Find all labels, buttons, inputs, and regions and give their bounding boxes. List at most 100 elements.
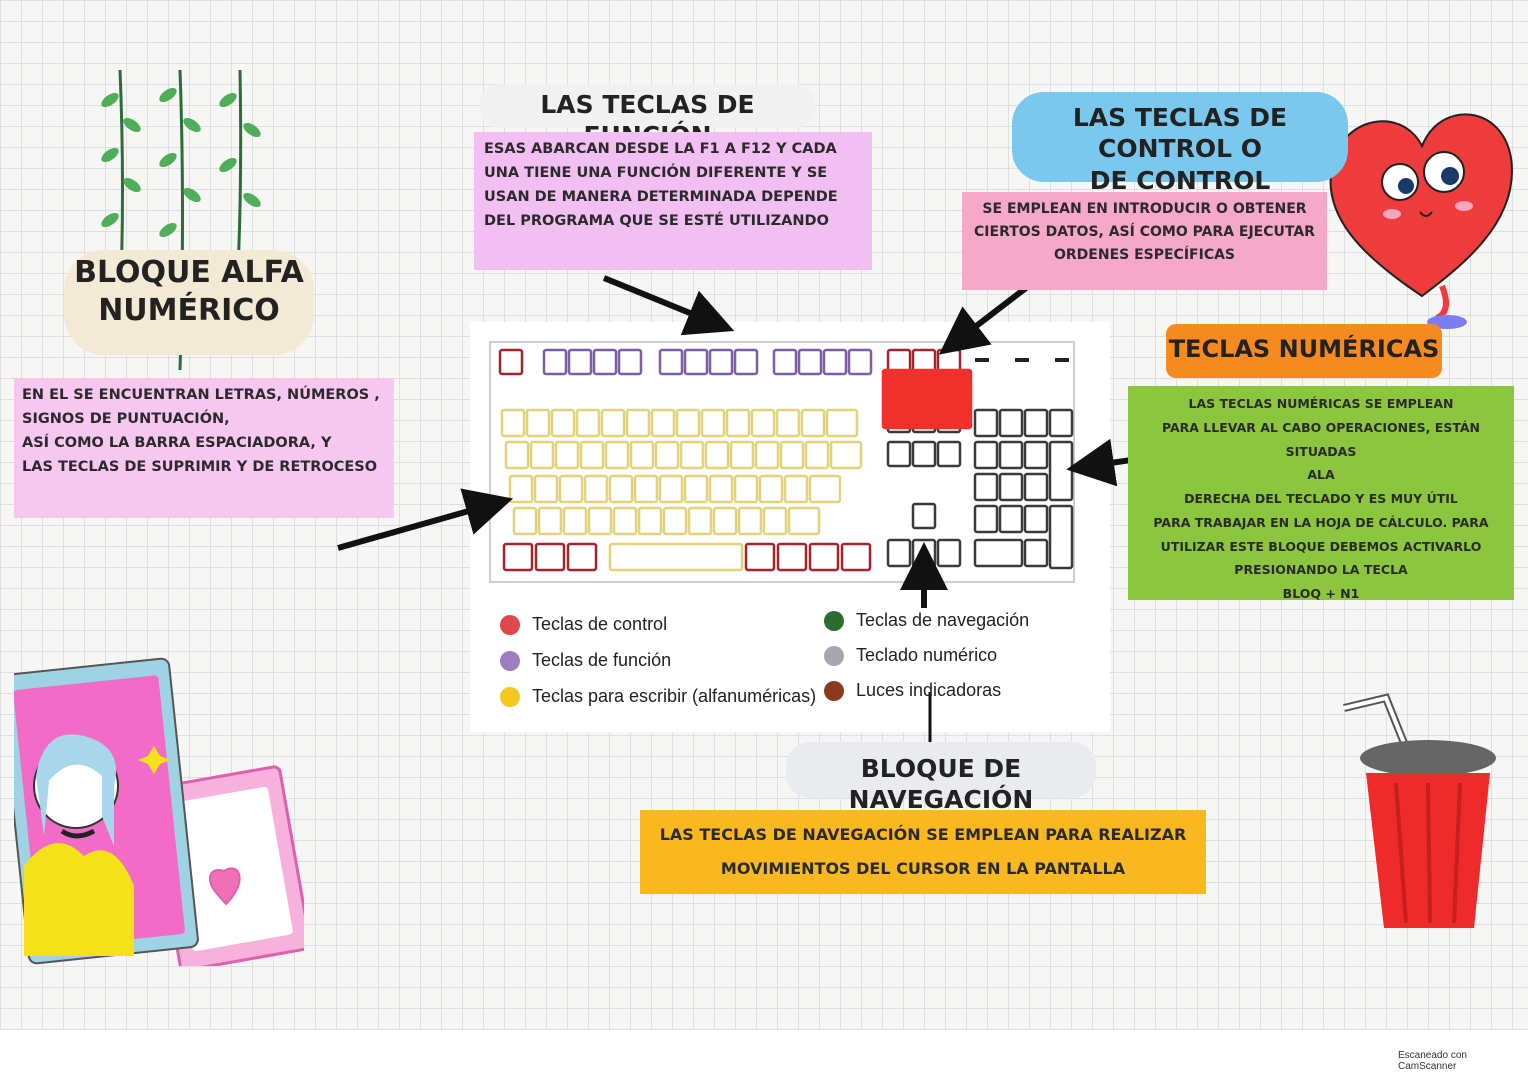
key-function (658, 348, 684, 376)
key-control (808, 542, 840, 572)
legend-dot (500, 614, 520, 635)
legend-item-numpad: Teclado numérico (824, 645, 997, 666)
desc-line: UTILIZAR ESTE BLOQUE DEBEMOS ACTIVARLO (1160, 538, 1482, 554)
legend-dot (824, 645, 844, 666)
legend-item-function: Teclas de función (500, 650, 671, 671)
key-alphanumeric (825, 408, 859, 438)
legend-item-navigation: Teclas de navegación (824, 610, 1029, 631)
desc-line: CIERTOS DATOS, ASÍ COMO PARA EJECUTAR (974, 224, 1315, 241)
desc-line: ALA (1307, 467, 1335, 483)
legend-label: Teclas de control (532, 614, 668, 634)
key-numpad (1023, 504, 1049, 534)
key-numpad (998, 472, 1024, 502)
key-numpad (973, 504, 999, 534)
key-alphanumeric (533, 474, 559, 504)
key-spacebar (608, 542, 744, 572)
key-alphanumeric (658, 474, 684, 504)
key-function (797, 348, 823, 376)
key-alphanumeric (604, 440, 630, 470)
key-alphanumeric (829, 440, 863, 470)
key-alphanumeric (583, 474, 609, 504)
key-function (617, 348, 643, 376)
soda-cup-illustration (1343, 693, 1496, 928)
key-function (592, 348, 618, 376)
girl-cards-illustration (14, 657, 304, 966)
key-alphanumeric (733, 474, 759, 504)
key-function (542, 348, 568, 376)
key-alphanumeric (600, 408, 626, 438)
key-alphanumeric (679, 440, 705, 470)
key-alphanumeric (554, 440, 580, 470)
key-alphanumeric (558, 474, 584, 504)
legend-dot (500, 686, 520, 707)
key-alphanumeric (512, 506, 538, 536)
legend-dot (824, 610, 844, 631)
key-navigation (936, 440, 962, 468)
desc-line: PARA LLEVAR AL CABO OPERACIONES, ESTÁN S… (1161, 419, 1481, 459)
key-alphanumeric (529, 440, 555, 470)
key-numpad-zero (973, 538, 1024, 568)
desc-line: MOVIMIENTOS DEL CURSOR EN LA PANTALLA (720, 858, 1126, 878)
key-alphanumeric (729, 440, 755, 470)
key-alphanumeric (587, 506, 613, 536)
key-alphanumeric (762, 506, 788, 536)
key-alphanumeric (775, 408, 801, 438)
desc-line: DERECHA DEL TECLADO Y ES MUY ÚTIL (1184, 491, 1458, 506)
key-alphanumeric (758, 474, 784, 504)
key-function (772, 348, 798, 376)
key-alphanumeric (633, 474, 659, 504)
title-line: BLOQUE ALFA (74, 255, 304, 290)
key-alphanumeric (550, 408, 576, 438)
alfa-block-title: BLOQUE ALFA NUMÉRICO (64, 250, 314, 355)
hanging-plant-illustration (101, 70, 261, 371)
navigation-block-description: LAS TECLAS DE NAVEGACIÓN SE EMPLEAN PARA… (640, 810, 1206, 894)
key-alphanumeric (737, 506, 763, 536)
indicator-light (1055, 358, 1069, 362)
key-navigation (886, 440, 912, 468)
key-function (733, 348, 759, 376)
key-control (776, 542, 808, 572)
control-keys-title: LAS TECLAS DE CONTROL O DE CONTROL (1012, 92, 1348, 195)
key-alphanumeric (612, 506, 638, 536)
key-navigation (911, 502, 937, 530)
desc-line: ORDENES ESPECÍFICAS (1053, 247, 1236, 264)
desc-line: SE EMPLEAN EN INTRODUCIR O OBTENER (982, 201, 1307, 217)
alfa-block-description: EN EL SE ENCUENTRAN LETRAS, NÚMEROS , SI… (14, 378, 394, 518)
key-alphanumeric (662, 506, 688, 536)
legend-label: Teclas de navegación (856, 610, 1030, 630)
key-alphanumeric (654, 440, 680, 470)
key-function (683, 348, 709, 376)
title-line: DE CONTROL (1089, 165, 1271, 195)
key-alphanumeric (525, 408, 551, 438)
key-alphanumeric (575, 408, 601, 438)
desc-line: PARA TRABAJAR EN LA HOJA DE CÁLCULO. PAR… (1153, 514, 1489, 530)
desc-line: PRESIONANDO LA TECLA (1234, 562, 1408, 578)
keyboard-diagram (470, 322, 1110, 732)
function-keys-title: LAS TECLAS DE FUNCIÓN (480, 84, 815, 150)
arrow-to-function-keys (602, 275, 735, 336)
key-control (744, 542, 776, 572)
highlight-control-area (881, 368, 973, 430)
legend-item-indicator-lights: Luces indicadoras (824, 680, 1001, 701)
desc-line: SIGNOS DE PUNTUACIÓN, (22, 410, 230, 427)
key-numpad-enter (1048, 504, 1074, 570)
key-alphanumeric (700, 408, 726, 438)
heart-character-illustration (1329, 113, 1514, 329)
key-alphanumeric (808, 474, 842, 504)
key-alphanumeric (783, 474, 809, 504)
title-line: NUMÉRICO (98, 292, 280, 328)
legend-label: Teclas para escribir (alfanuméricas) (532, 686, 817, 706)
key-numpad (998, 440, 1024, 470)
key-alphanumeric (650, 408, 676, 438)
key-alphanumeric (562, 506, 588, 536)
key-alphanumeric (704, 440, 730, 470)
indicator-light (975, 358, 989, 362)
scanner-watermark: Escaneado con CamScanner (1398, 1050, 1467, 1072)
legend-item-control: Teclas de control (500, 614, 667, 635)
key-alphanumeric (608, 474, 634, 504)
key-alphanumeric (787, 506, 821, 536)
desc-line: LAS TECLAS NUMÉRICAS SE EMPLEAN (1188, 396, 1454, 411)
legend-item-alpha: Teclas para escribir (alfanuméricas) (500, 686, 816, 707)
key-alphanumeric (750, 408, 776, 438)
key-numpad (998, 504, 1024, 534)
